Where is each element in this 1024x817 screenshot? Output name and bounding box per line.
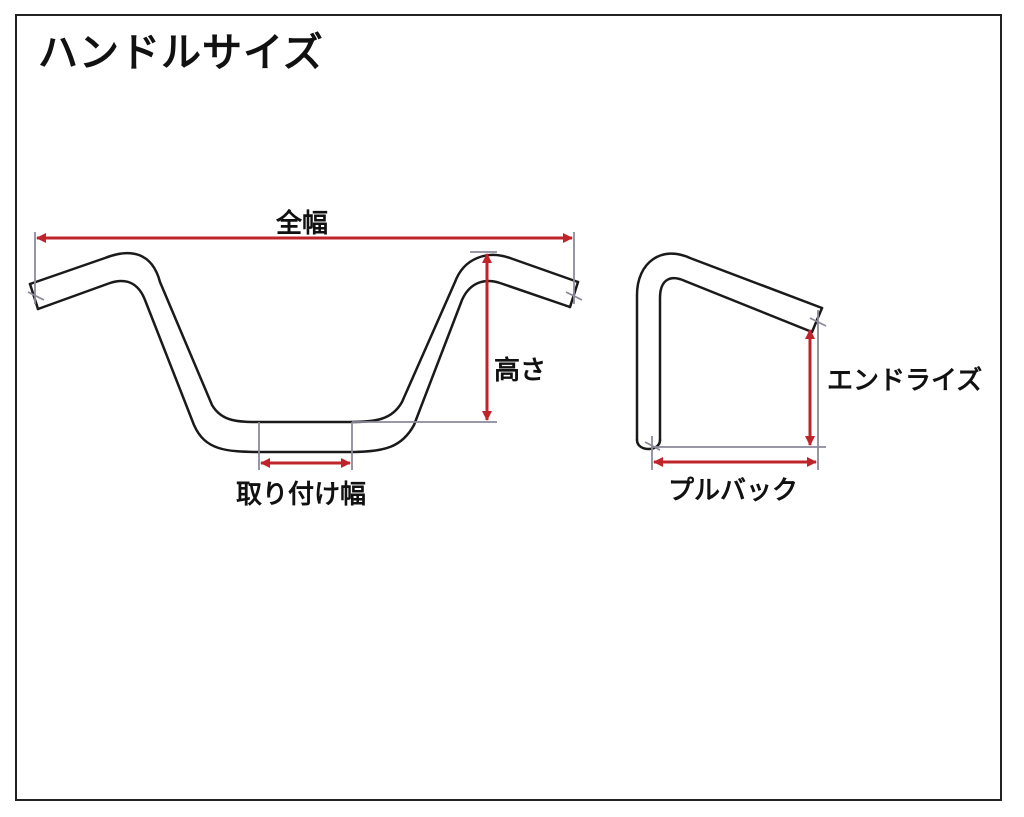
label-height: 高さ [494, 356, 547, 386]
side-bar-bottom-cap [635, 438, 662, 451]
diagram-frame [15, 14, 1002, 801]
label-mounting-width: 取り付け幅 [236, 480, 367, 510]
side-view-handlebar [635, 252, 824, 451]
diagram-title: ハンドルサイズ [38, 30, 324, 76]
side-bar-outer-edge [635, 252, 824, 442]
front-bar-upper-edge [28, 251, 580, 424]
front-bar-lower-edge [36, 279, 572, 454]
side-extension-lines [644, 310, 827, 470]
ext-left-end-tick [27, 291, 45, 301]
front-view-handlebar [28, 251, 580, 454]
ext-rise-tick [809, 317, 827, 327]
label-overall-width: 全幅 [276, 209, 329, 239]
ext-right-end-tick [565, 291, 583, 301]
front-bar-left-cap [28, 282, 40, 311]
ext-pullback-tick [644, 441, 661, 451]
side-bar-inner-edge [658, 276, 814, 442]
front-extension-lines [27, 232, 583, 470]
label-pullback: プルバック [668, 476, 799, 506]
label-end-rise: エンドライズ [827, 366, 983, 396]
side-bar-end-cap [810, 306, 824, 334]
